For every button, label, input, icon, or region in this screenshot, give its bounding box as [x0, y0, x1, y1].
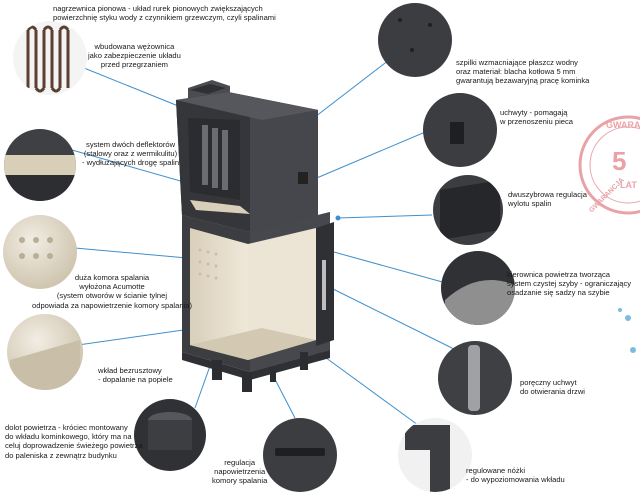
detail-carry-handles [423, 93, 497, 167]
detail-pins [378, 3, 452, 77]
detail-grateless-insert [7, 314, 83, 390]
label-air-guide: kierownica powietrza tworząca system czy… [507, 270, 632, 298]
stamp-number: 5 [612, 146, 627, 176]
detail-feet [398, 418, 472, 492]
air-holes [198, 248, 218, 280]
label-handle: poręczny uchwyt do otwierania drzwi [520, 378, 585, 397]
label-combustion-chamber: duża komora spalania wyłożona Acumotte (… [32, 273, 192, 310]
label-carry-handles: uchwyty - pomagają w przenoszeniu pieca [500, 108, 574, 127]
stamp-top-text: GWARA [606, 120, 640, 130]
label-grateless-insert: wkład bezrusztowy - dopalanie na popiele [98, 366, 173, 385]
stamp-years: LAT [620, 180, 637, 190]
label-heat-exchanger: nagrzewnica pionowa - układ rurek pionow… [53, 4, 276, 23]
detail-combustion-chamber [3, 215, 77, 289]
detail-air-guide [441, 251, 515, 325]
detail-deflectors [4, 129, 76, 201]
label-flue-regulation: dwuszybrowa regulacja wylotu spalin [508, 190, 587, 209]
label-air-inlet: dolot powietrza - króciec montowany do w… [5, 423, 143, 460]
detail-air-regulation [263, 418, 337, 492]
fireplace-insert [176, 80, 334, 392]
detail-handle [438, 341, 512, 415]
detail-flue-regulation [433, 175, 503, 245]
detail-air-inlet [134, 399, 206, 471]
detail-heat-exchanger [13, 21, 87, 95]
water-drops [618, 308, 636, 353]
label-air-regulation: regulacja napowietrzenia komory spalania [212, 458, 268, 486]
label-deflectors: system dwóch deflektorów (stalowy oraz z… [82, 140, 180, 168]
label-coil: wbudowana wężownica jako zabezpieczenie … [88, 42, 181, 70]
label-feet: regulowane nóżki - do wypoziomowania wkł… [466, 466, 565, 485]
label-pins: szpilki wzmacniające płaszcz wodny oraz … [456, 58, 590, 86]
guarantee-stamp [578, 115, 640, 215]
